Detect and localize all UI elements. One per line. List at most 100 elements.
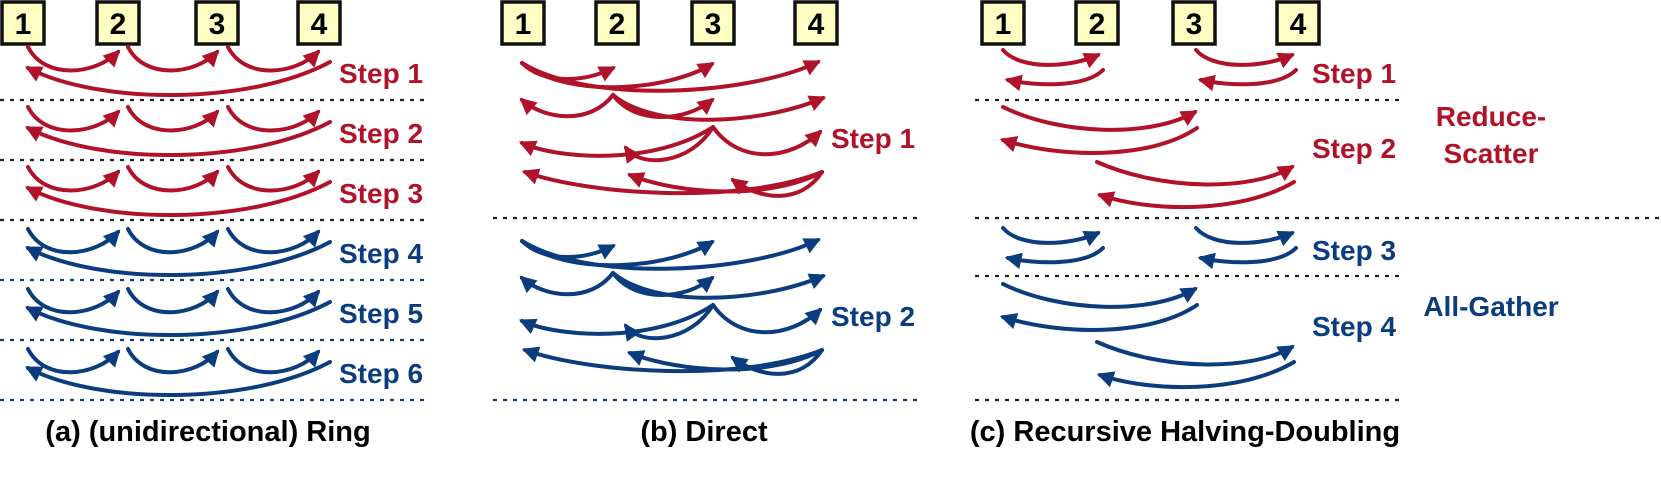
arrow-arc bbox=[626, 348, 824, 372]
arrow-arc bbox=[126, 227, 220, 255]
arrow-arc bbox=[999, 126, 1199, 155]
arrow-arc bbox=[126, 105, 220, 133]
arrow-arc bbox=[26, 227, 121, 255]
arrow-arc bbox=[25, 300, 332, 337]
arrow-arc bbox=[26, 105, 121, 133]
step-label: Step 3 bbox=[339, 178, 423, 209]
arrow-arc bbox=[518, 125, 715, 158]
arrow-arc bbox=[126, 347, 220, 375]
captions: (a) (unidirectional) Ring (b) Direct (c)… bbox=[45, 416, 1400, 448]
arrow-arc bbox=[226, 347, 321, 375]
arrow-arc bbox=[226, 287, 321, 315]
node-label: 4 bbox=[808, 8, 825, 41]
arrow-arc bbox=[26, 287, 121, 315]
arrow-arc bbox=[624, 303, 715, 342]
panel-a-step-labels: Step 1 Step 2 Step 3 Step 4 Step 5 Step … bbox=[339, 58, 423, 389]
panel-b-step-labels: Step 1 Step 2 bbox=[831, 123, 915, 332]
arrow-arc bbox=[519, 93, 615, 119]
phase-label-reduce-scatter-line-1: Reduce- bbox=[1436, 101, 1546, 132]
node-box: 2 bbox=[594, 0, 640, 46]
arrow-arc bbox=[126, 45, 220, 73]
arrow-arc bbox=[730, 170, 824, 198]
arrow-arc bbox=[626, 170, 824, 194]
arrow-arc bbox=[1001, 226, 1102, 247]
arrow-arc bbox=[226, 227, 321, 255]
node-label: 4 bbox=[1290, 8, 1307, 41]
step-label: Step 6 bbox=[339, 358, 423, 389]
arrow-arc bbox=[1004, 68, 1105, 92]
step-label: Step 2 bbox=[1312, 133, 1396, 164]
arrow-arc bbox=[1194, 48, 1296, 69]
arrow-arc bbox=[611, 271, 827, 300]
arrow-arc bbox=[25, 120, 332, 157]
node-box: 2 bbox=[1074, 0, 1120, 46]
node-box: 3 bbox=[1171, 0, 1217, 46]
step-label: Step 4 bbox=[1312, 311, 1396, 342]
step-label: Step 1 bbox=[339, 58, 423, 89]
node-box: 3 bbox=[690, 0, 736, 46]
panel-b-arcs bbox=[518, 60, 827, 376]
caption-panel-a: (a) (unidirectional) Ring bbox=[45, 416, 370, 448]
arrow-arc bbox=[126, 165, 220, 193]
separators bbox=[0, 98, 1661, 402]
panel-a-arcs bbox=[25, 45, 332, 397]
step-label: Step 1 bbox=[831, 123, 915, 154]
step-label: Step 2 bbox=[831, 301, 915, 332]
step-label: Step 4 bbox=[339, 238, 423, 269]
arrow-arc bbox=[711, 303, 823, 335]
panel-c-nodes: 1 2 3 4 bbox=[980, 0, 1321, 46]
node-label: 4 bbox=[311, 8, 328, 41]
node-box: 4 bbox=[793, 0, 839, 46]
arrow-arc bbox=[25, 180, 332, 217]
node-box: 1 bbox=[980, 0, 1026, 46]
node-box: 4 bbox=[296, 0, 342, 46]
arrow-arc bbox=[226, 45, 321, 73]
arrow-arc bbox=[730, 348, 824, 376]
arrow-arc bbox=[1096, 360, 1296, 390]
arrow-arc bbox=[226, 105, 321, 133]
node-label: 1 bbox=[515, 8, 532, 41]
arrow-arc bbox=[26, 165, 121, 193]
arrow-arc bbox=[1096, 180, 1296, 210]
node-label: 2 bbox=[609, 8, 626, 41]
arrow-arc bbox=[624, 125, 715, 164]
node-label: 3 bbox=[209, 8, 226, 41]
phase-label-all-gather: All-Gather bbox=[1423, 291, 1558, 322]
arrow-arc bbox=[1095, 340, 1295, 367]
caption-panel-c: (c) Recursive Halving-Doubling bbox=[970, 416, 1400, 448]
phase-label-reduce-scatter-line-2: Scatter bbox=[1444, 138, 1539, 169]
arrow-arc bbox=[1197, 68, 1298, 92]
node-label: 2 bbox=[110, 8, 127, 41]
arrow-arc bbox=[25, 240, 332, 277]
panel-c-arcs bbox=[999, 48, 1298, 390]
arrow-arc bbox=[1197, 246, 1298, 270]
arrow-arc bbox=[1194, 226, 1296, 247]
arrow-arc bbox=[999, 303, 1199, 332]
arrow-arc bbox=[1001, 105, 1198, 132]
panel-c-step-labels: Step 1 Step 2 Step 3 Step 4 bbox=[1312, 58, 1396, 342]
node-label: 1 bbox=[995, 8, 1012, 41]
node-box: 1 bbox=[0, 0, 46, 46]
arrow-arc bbox=[611, 93, 827, 122]
arrow-arc bbox=[518, 303, 715, 336]
arrow-arc bbox=[1001, 282, 1198, 309]
arrow-arc bbox=[1095, 160, 1295, 187]
arrow-arc bbox=[521, 168, 824, 196]
phase-labels: Reduce- Scatter All-Gather bbox=[1423, 101, 1558, 322]
arrow-arc bbox=[25, 60, 332, 97]
node-label: 1 bbox=[15, 8, 32, 41]
node-box: 2 bbox=[95, 0, 141, 46]
arrow-arc bbox=[25, 360, 332, 397]
node-box: 1 bbox=[500, 0, 546, 46]
arrow-arc bbox=[521, 346, 824, 374]
arrow-arc bbox=[1004, 246, 1105, 270]
node-box: 4 bbox=[1275, 0, 1321, 46]
step-label: Step 5 bbox=[339, 298, 423, 329]
step-label: Step 2 bbox=[339, 118, 423, 149]
arrow-arc bbox=[711, 125, 823, 157]
arrow-arc bbox=[520, 60, 822, 93]
caption-panel-b: (b) Direct bbox=[640, 416, 768, 448]
arrow-arc bbox=[26, 45, 121, 73]
